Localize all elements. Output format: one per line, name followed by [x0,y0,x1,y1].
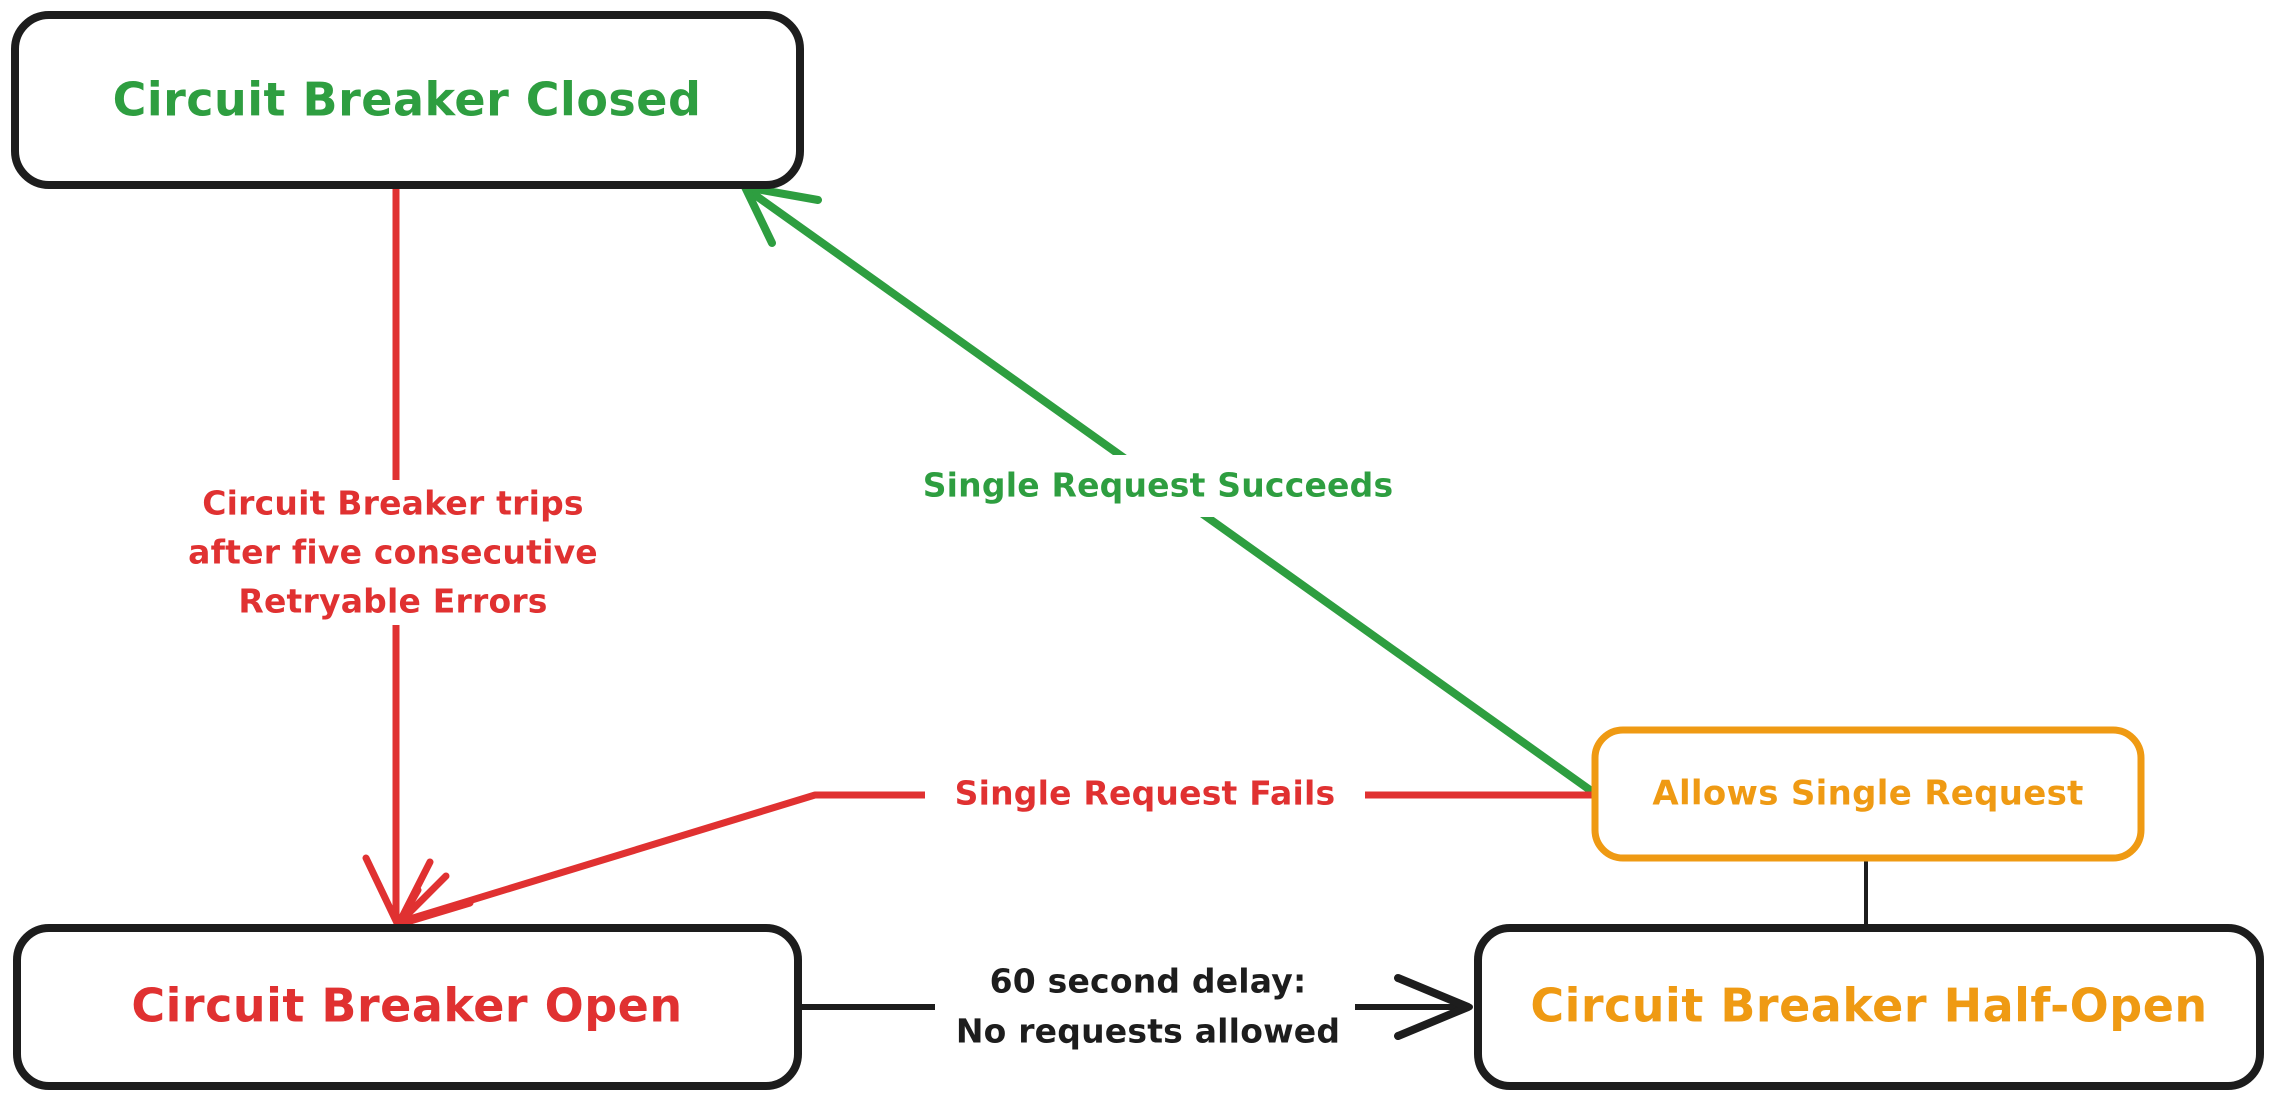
node-allows-single-request-box[interactable] [1591,726,2145,862]
node-circuit-breaker-half-open[interactable]: Circuit Breaker Half-Open [1474,924,2264,1090]
node-circuit-breaker-half-open-label: Circuit Breaker Half-Open [1530,979,2207,1033]
edge-label-open-to-half-open-line1: 60 second delay: [990,962,1307,1001]
edge-label-allows-to-closed: Single Request Succeeds [905,455,1405,517]
edge-open-to-half-open-arrowhead [1394,974,1472,1040]
node-circuit-breaker-closed[interactable]: Circuit Breaker Closed [11,11,804,189]
edge-label-closed-to-open: Circuit Breaker trips after five consecu… [170,480,598,625]
node-allows-single-request-label: Allows Single Request [1652,774,2083,814]
node-circuit-breaker-open[interactable]: Circuit Breaker Open [13,924,802,1090]
node-allows-single-request[interactable]: Allows Single Request [1591,726,2145,862]
edge-label-closed-to-open-line2: after five consecutive [188,533,598,572]
node-circuit-breaker-closed-label: Circuit Breaker Closed [113,73,702,127]
edge-label-allows-to-open-text: Single Request Fails [955,774,1336,813]
edge-label-allows-to-open: Single Request Fails [925,765,1365,825]
edge-allows-to-closed-arrowhead [741,183,822,247]
node-circuit-breaker-open-box[interactable] [13,924,802,1090]
node-circuit-breaker-open-label: Circuit Breaker Open [131,979,682,1033]
node-circuit-breaker-closed-box[interactable] [11,11,804,189]
edge-label-allows-to-closed-text: Single Request Succeeds [923,466,1394,505]
edge-label-open-to-half-open-backdrop [935,955,1355,1065]
edge-label-allows-to-open-backdrop [925,765,1365,825]
edge-label-closed-to-open-line3: Retryable Errors [238,582,547,621]
edge-label-open-to-half-open-line2: No requests allowed [956,1012,1340,1051]
edge-label-open-to-half-open: 60 second delay: No requests allowed [935,955,1355,1065]
node-circuit-breaker-half-open-box[interactable] [1474,924,2264,1090]
edge-label-closed-to-open-line1: Circuit Breaker trips [202,484,584,523]
edge-allows-to-open-arrowhead [393,872,474,929]
edge-label-closed-to-open-backdrop [170,480,570,625]
edge-label-allows-to-closed-backdrop [905,455,1405,517]
